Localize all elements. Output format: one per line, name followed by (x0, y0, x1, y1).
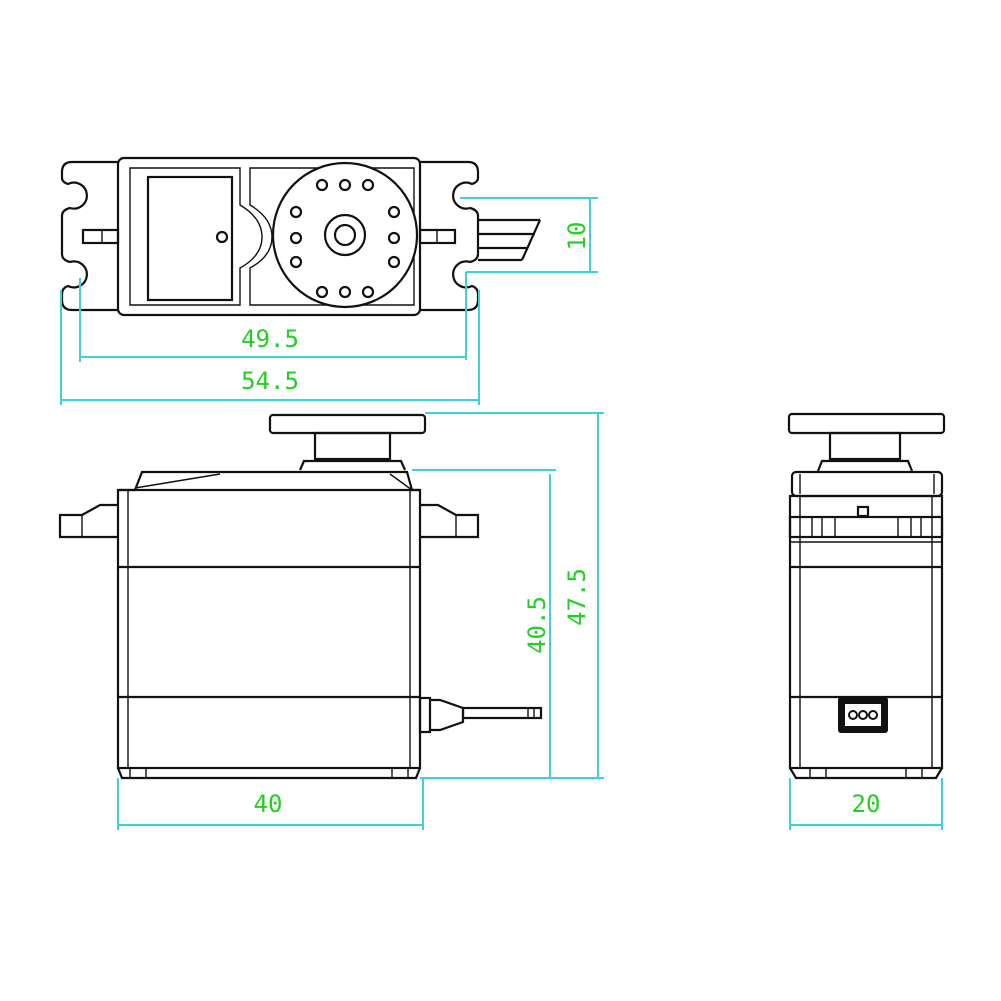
case-outline (116, 156, 422, 317)
cable-connector-icon (838, 697, 888, 733)
top-view: 10 49.5 54.5 (60, 156, 598, 405)
mount-tab-left (58, 503, 118, 539)
side-view: 20 (787, 412, 946, 830)
dimension-20: 20 (789, 778, 943, 830)
front-view: 40.5 47.5 40 (58, 412, 604, 830)
servo-cable-front (418, 696, 543, 734)
dimension-label: 49.5 (241, 325, 299, 353)
dimension-54-5: 54.5 (60, 290, 480, 405)
case-body-side (788, 494, 944, 770)
servo-wire-top (478, 218, 542, 262)
dimension-40-5: 40.5 (412, 469, 604, 779)
dimension-47-5: 47.5 (425, 412, 604, 778)
dimension-label: 54.5 (241, 367, 299, 395)
servo-horn-front (268, 413, 427, 471)
label-panel (146, 175, 234, 302)
dimension-label: 10 (563, 222, 591, 251)
case-body (116, 488, 422, 770)
screw-icon (215, 230, 229, 244)
dimension-label: 20 (852, 790, 881, 818)
servo-horn-side (787, 412, 946, 472)
dimension-10: 10 (460, 197, 598, 360)
servo-horn-top (271, 161, 419, 309)
dimension-label: 47.5 (563, 568, 591, 626)
dimension-label: 40.5 (523, 596, 551, 654)
mount-tab-right (420, 503, 480, 539)
dimension-40: 40 (117, 778, 424, 830)
dimension-label: 40 (254, 790, 283, 818)
dimension-49-5: 49.5 (79, 278, 466, 362)
